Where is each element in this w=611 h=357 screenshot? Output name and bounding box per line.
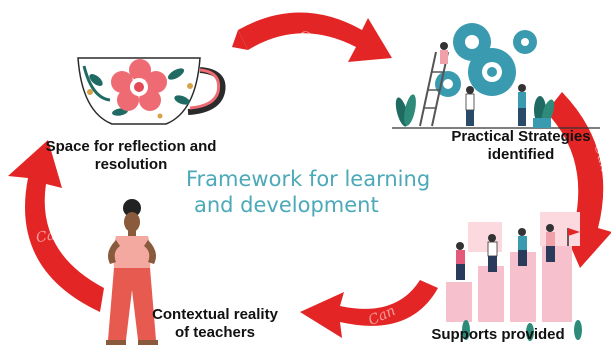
node-supports-label: Supports provided [418, 326, 578, 344]
node-supports-line1: Supports provided [431, 326, 565, 343]
woman-figure-icon [106, 199, 158, 345]
node-teachers-line2: of teachers [174, 324, 256, 341]
gears-team-icon [392, 23, 600, 129]
center-title-line2: and development [194, 193, 379, 217]
node-reflection-label: Space for reflection and resolution [36, 138, 226, 174]
arrow-top [232, 12, 392, 62]
climbing-team-icon [446, 212, 582, 341]
arrow-bottom [300, 280, 438, 338]
teacup-icon [77, 57, 226, 125]
node-teachers-label: Contextual reality of teachers [140, 306, 290, 342]
arrow-left [8, 140, 104, 312]
node-strategies-line2: identified [487, 146, 555, 163]
node-reflection-line2: resolution [94, 156, 168, 173]
node-reflection-line1: Space for reflection and [45, 138, 217, 155]
node-strategies-label: Practical Strategies identified [436, 128, 606, 164]
node-teachers-line1: Contextual reality [152, 306, 278, 323]
center-title: Framework for learning and development [186, 166, 430, 218]
center-title-line1: Framework for learning [186, 167, 431, 191]
node-strategies-line1: Practical Strategies [451, 128, 591, 145]
